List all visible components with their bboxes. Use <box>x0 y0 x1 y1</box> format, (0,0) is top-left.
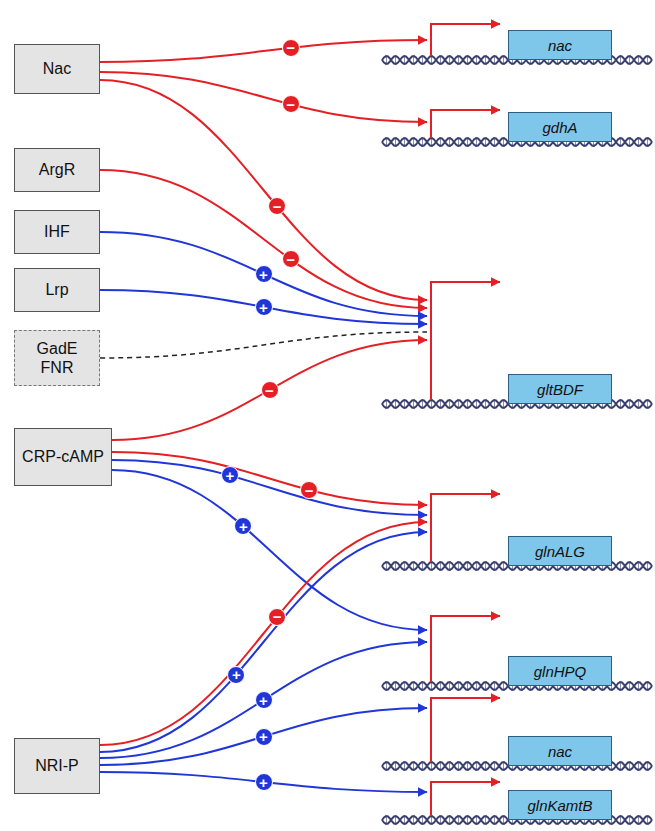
regulator-name: CRP-cAMP <box>22 447 104 466</box>
promoter-arrow <box>431 698 500 762</box>
promoter-arrow <box>431 616 500 682</box>
regulator-name: ArgR <box>39 160 75 179</box>
gene-unit: nac <box>428 20 612 60</box>
regulation-connector <box>100 772 427 792</box>
regulator-name: GadE FNR <box>37 339 78 377</box>
sign-symbol: + <box>259 775 268 790</box>
regulator-name: Nac <box>43 59 71 78</box>
regulation-sign: + <box>255 298 273 316</box>
regulator-name: Lrp <box>45 280 68 299</box>
regulation-connector <box>100 708 427 765</box>
gene-unit: gltBDF <box>428 278 612 404</box>
regulation-connector <box>112 460 427 515</box>
regulator-box: CRP-cAMP <box>14 428 112 486</box>
regulation-connector <box>100 532 427 752</box>
regulation-sign: − <box>300 481 318 499</box>
sign-symbol: − <box>273 609 282 624</box>
regulation-connector <box>100 232 427 316</box>
sign-symbol: + <box>259 729 268 744</box>
regulator-box: NRI-P <box>14 738 100 794</box>
sign-symbol: + <box>232 667 241 682</box>
gene-box: glnALG <box>508 536 612 566</box>
gene-name: glnKamtB <box>527 797 592 814</box>
regulation-sign: − <box>282 39 300 57</box>
regulator-box: Lrp <box>14 268 100 312</box>
regulator-name: IHF <box>44 222 70 241</box>
regulation-connector <box>100 290 427 324</box>
gene-box: nac <box>508 30 612 60</box>
promoter-arrow <box>431 782 500 816</box>
regulation-sign: − <box>268 608 286 626</box>
gene-name: gltBDF <box>537 381 583 398</box>
regulation-connector <box>100 40 427 62</box>
regulator-name: NRI-P <box>35 756 79 775</box>
sign-symbol: − <box>286 252 295 267</box>
regulation-sign: + <box>255 728 273 746</box>
regulation-connector <box>112 470 427 630</box>
sign-symbol: + <box>259 267 268 282</box>
regulation-sign: + <box>221 466 239 484</box>
regulation-sign: + <box>255 265 273 283</box>
promoter-arrow <box>431 24 500 56</box>
regulation-sign: + <box>255 773 273 791</box>
regulation-sign: − <box>282 250 300 268</box>
gene-name: gdhA <box>542 119 577 136</box>
regulation-sign: + <box>255 691 273 709</box>
regulation-connector <box>100 80 427 300</box>
gene-unit: glnKamtB <box>428 778 612 820</box>
regulation-connector <box>100 522 427 745</box>
sign-symbol: + <box>239 519 248 534</box>
regulator-box-dashed: GadE FNR <box>14 330 100 386</box>
regulation-connector <box>112 452 427 505</box>
gene-unit: nac <box>428 694 612 766</box>
sign-symbol: − <box>286 97 295 112</box>
sign-symbol: − <box>305 483 314 498</box>
gene-box: gltBDF <box>508 374 612 404</box>
sign-symbol: − <box>286 40 295 55</box>
regulation-connector <box>100 642 427 758</box>
regulation-connector <box>112 340 427 440</box>
gene-name: glnALG <box>535 543 585 560</box>
regulation-sign: − <box>261 381 279 399</box>
regulation-connector <box>100 72 427 122</box>
sign-symbol: + <box>225 468 234 483</box>
sign-symbol: − <box>273 199 282 214</box>
regulator-box: IHF <box>14 210 100 254</box>
sign-symbol: − <box>265 383 274 398</box>
gene-box: glnHPQ <box>508 656 612 686</box>
regulation-connector <box>100 170 427 308</box>
gene-unit: glnALG <box>428 490 612 566</box>
regulation-sign: + <box>227 666 245 684</box>
gene-unit: glnHPQ <box>428 612 612 686</box>
sign-symbol: + <box>259 300 268 315</box>
gene-name: nac <box>548 743 572 760</box>
regulator-box: Nac <box>14 44 100 94</box>
promoter-arrow <box>431 282 500 400</box>
promoter-arrow <box>431 110 500 138</box>
gene-box: glnKamtB <box>508 790 612 820</box>
gene-unit: gdhA <box>428 106 612 142</box>
gene-name: nac <box>548 37 572 54</box>
gene-box: nac <box>508 736 612 766</box>
sign-symbol: + <box>259 693 268 708</box>
regulator-box: ArgR <box>14 148 100 192</box>
regulation-sign: − <box>282 95 300 113</box>
gene-box: gdhA <box>508 112 612 142</box>
promoter-arrow <box>431 494 500 562</box>
gene-name: glnHPQ <box>534 663 587 680</box>
